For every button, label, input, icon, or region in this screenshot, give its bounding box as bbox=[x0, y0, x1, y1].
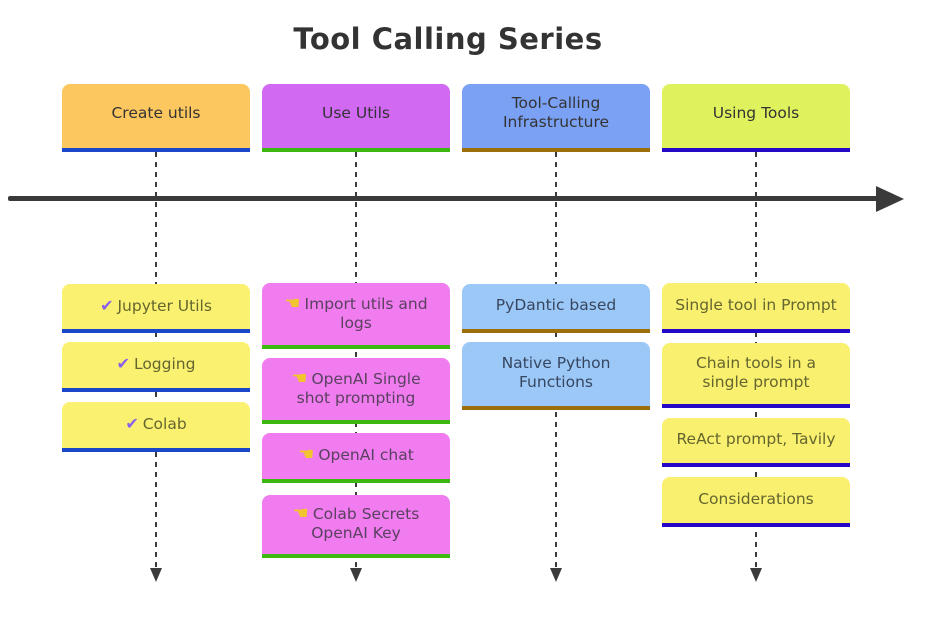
section-header-create-utils: Create utils bbox=[62, 84, 250, 152]
event-label: Considerations bbox=[698, 489, 814, 508]
event-label: Jupyter Utils bbox=[117, 296, 212, 315]
event-label: OpenAI chat bbox=[318, 446, 414, 464]
point-left-icon: ☚ bbox=[298, 444, 315, 465]
point-left-icon: ☚ bbox=[284, 292, 301, 314]
section-header-use-utils: Use Utils bbox=[262, 84, 450, 152]
check-icon: ✔ bbox=[116, 354, 130, 373]
timeline-event: ☚Import utils and logs bbox=[262, 283, 450, 349]
section-header-label: Tool-Calling Infrastructure bbox=[502, 94, 610, 131]
timeline-event: ☚OpenAI chat bbox=[262, 433, 450, 483]
timeline-event: PyDantic based bbox=[462, 284, 650, 333]
timeline-event: Native Python Functions bbox=[462, 342, 650, 410]
point-left-icon: ☚ bbox=[291, 367, 308, 389]
event-label: Import utils and logs bbox=[304, 294, 428, 332]
timeline-event: Chain tools in a single prompt bbox=[662, 343, 850, 408]
check-icon: ✔ bbox=[100, 295, 114, 315]
arrow-down-icon bbox=[750, 568, 762, 582]
event-label: Chain tools in a single prompt bbox=[695, 353, 817, 391]
timeline-axis-line bbox=[8, 196, 878, 201]
arrow-down-icon bbox=[550, 568, 562, 582]
arrow-down-icon bbox=[350, 568, 362, 582]
timeline-event: Single tool in Prompt bbox=[662, 283, 850, 333]
timeline-event: ✔Logging bbox=[62, 342, 250, 392]
event-label: Colab bbox=[142, 415, 187, 433]
arrow-right-icon bbox=[876, 186, 904, 212]
event-label: ReAct prompt, Tavily bbox=[676, 430, 836, 448]
section-header-tool-calling-infrastructure: Tool-Calling Infrastructure bbox=[462, 84, 650, 152]
event-label: PyDantic based bbox=[495, 296, 617, 314]
event-label: Single tool in Prompt bbox=[675, 295, 837, 314]
timeline-event: ✔Jupyter Utils bbox=[62, 284, 250, 333]
event-label: Colab Secrets OpenAI Key bbox=[311, 505, 420, 542]
timeline-event: ReAct prompt, Tavily bbox=[662, 418, 850, 467]
page-title: Tool Calling Series bbox=[293, 22, 603, 56]
timeline-event: ☚Colab Secrets OpenAI Key bbox=[262, 495, 450, 558]
section-header-label: Create utils bbox=[111, 103, 201, 122]
timeline-event: ✔Colab bbox=[62, 402, 250, 452]
event-label: Native Python Functions bbox=[501, 354, 611, 391]
event-label: Logging bbox=[133, 355, 196, 373]
point-left-icon: ☚ bbox=[292, 503, 309, 524]
arrow-down-icon bbox=[150, 568, 162, 582]
section-header-label: Using Tools bbox=[712, 103, 800, 122]
check-icon: ✔ bbox=[125, 414, 139, 433]
section-header-label: Use Utils bbox=[322, 103, 390, 122]
event-label: OpenAI Single shot prompting bbox=[296, 369, 421, 407]
section-header-using-tools: Using Tools bbox=[662, 84, 850, 152]
timeline-event: ☚OpenAI Single shot prompting bbox=[262, 358, 450, 424]
timeline-event: Considerations bbox=[662, 477, 850, 527]
